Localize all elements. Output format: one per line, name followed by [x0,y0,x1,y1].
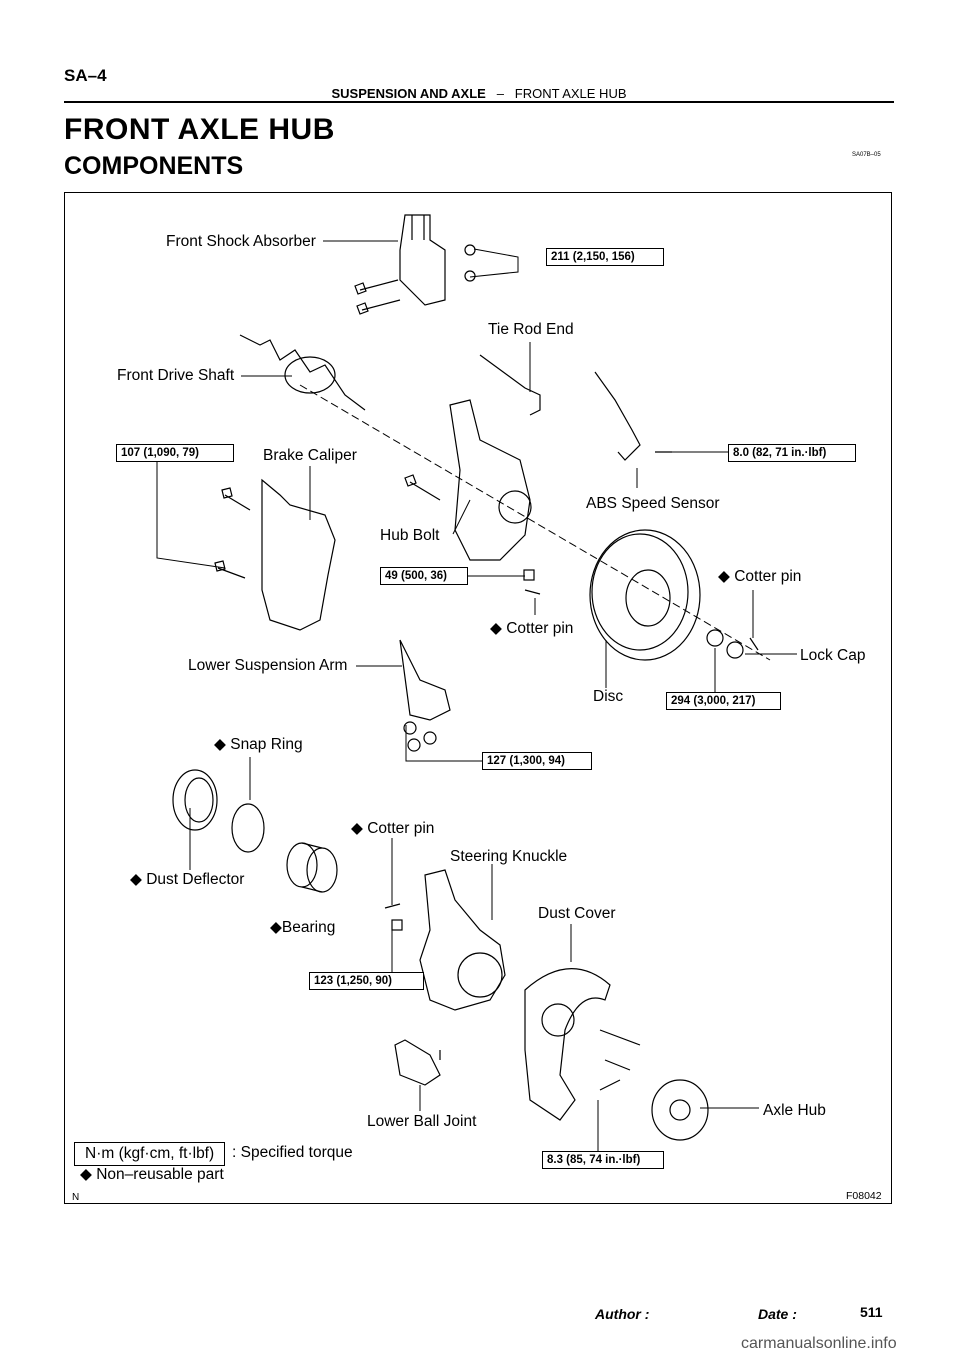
lower-arm-nut-2 [423,731,437,745]
bearing-body [301,842,323,893]
dust-cover-bore [541,1003,575,1037]
torque-hub-nut: 294 (3,000, 217) [666,692,781,710]
hub-shape-top [498,490,532,524]
figure-id: F08042 [846,1190,882,1202]
disc-inner [625,569,671,627]
lower-arm-nut-1 [403,721,417,735]
drive-shaft-shape [239,334,366,411]
page-number: 511 [860,1304,883,1320]
dust-deflector-inner [184,777,214,823]
shock-absorber-shape [399,214,446,306]
label-tie-rod-end: Tie Rod End [488,321,574,338]
caliper-bolt-1 [221,487,251,511]
lower-arm-shape [399,639,451,721]
shock-nut-1 [464,244,476,256]
footer-date-label: Date : [758,1306,797,1322]
label-dust-cover: Dust Cover [538,905,616,922]
hub-nut-shape [706,629,724,647]
shock-nut-2 [464,270,476,282]
running-header-section: SUSPENSION AND AXLE [331,86,486,101]
header-rule [64,101,894,103]
lock-cap-shape [726,641,744,659]
caliper-bolt-2 [214,560,246,579]
label-axle-hub: Axle Hub [763,1102,826,1119]
disc-shape [589,529,701,661]
leader-lower-arm-torque [405,725,482,762]
torque-abs-sensor-bolt: 8.0 (82, 71 in.·lbf) [728,444,856,462]
ball-joint-shape [394,1039,441,1086]
doc-id: SA07B–05 [852,152,881,158]
cotter-pin-low-shape [384,903,401,909]
leader-hub-bolt [452,499,471,535]
torque-caliper-bolts: 107 (1,090, 79) [116,444,234,462]
label-cotter-pin-mid: ◆ Cotter pin [490,620,574,637]
disc-edge [591,533,689,651]
running-header-sep: – [496,86,504,101]
shock-bolts-shape [354,279,401,315]
assembly-axis [299,384,771,661]
legend-non-reusable: ◆ Non–reusable part [80,1166,224,1183]
torque-lower-arm-nuts: 127 (1,300, 94) [482,752,592,770]
tie-rod-shape [479,354,541,416]
footer-author-label: Author : [595,1306,650,1322]
axle-hub-center [669,1099,691,1121]
label-abs-speed-sensor: ABS Speed Sensor [586,495,720,512]
axle-hub-shape [651,1079,709,1141]
hub-bolt-shape [404,474,441,501]
running-header: SUSPENSION AND AXLE – FRONT AXLE HUB [64,86,894,101]
label-front-drive-shaft: Front Drive Shaft [117,367,235,384]
legend-torque-desc: : Specified torque [232,1144,353,1161]
label-snap-ring: ◆ Snap Ring [214,736,303,753]
drive-shaft-boot [284,356,336,394]
label-lower-suspension-arm: Lower Suspension Arm [188,657,348,674]
knuckle-top-shape [449,399,531,561]
label-brake-caliper: Brake Caliper [263,447,357,464]
label-lock-cap: Lock Cap [800,647,866,664]
abs-sensor-shape [594,371,641,461]
watermark: carmanualsonline.info [741,1335,897,1352]
dust-cover-bolts [599,1029,641,1091]
label-cotter-pin-right: ◆ Cotter pin [718,568,802,585]
leader-caliper-torque [156,460,226,569]
dust-cover-shape [524,968,611,1121]
label-front-shock-absorber: Front Shock Absorber [166,233,316,250]
torque-tie-rod-nut: 49 (500, 36) [380,567,468,585]
label-dust-deflector: ◆ Dust Deflector [130,871,245,888]
lower-arm-nut-3 [407,738,421,752]
cotter-pin-right-shape [749,637,759,651]
label-disc: Disc [593,688,624,705]
page-title: FRONT AXLE HUB [64,113,335,146]
label-hub-bolt: Hub Bolt [380,527,440,544]
bearing-face [286,842,318,888]
torque-ball-joint-nut: 123 (1,250, 90) [309,972,424,990]
label-steering-knuckle: Steering Knuckle [450,848,568,865]
figure-frame [64,192,892,1204]
cotter-pin-mid-shape [524,589,541,595]
label-cotter-pin-low: ◆ Cotter pin [351,820,435,837]
knuckle-bore [457,952,503,998]
ball-joint-nut-shape [391,919,403,931]
legend-torque-unit: N·m (kgf·cm, ft·lbf) [74,1142,226,1166]
snap-ring-shape [231,803,265,853]
n-mark: N [72,1192,80,1203]
section-code: SA–4 [64,66,107,85]
caliper-shape [261,478,336,631]
running-header-sub: FRONT AXLE HUB [514,86,627,101]
tie-rod-nut-shape [523,569,535,581]
torque-dust-cover-bolts: 8.3 (85, 74 in.·lbf) [542,1151,664,1169]
torque-shock-bolts: 211 (2,150, 156) [546,248,664,266]
leader-shock-torque [469,248,519,278]
bearing-back [306,847,338,893]
label-bearing: ◆Bearing [270,919,336,936]
label-lower-ball-joint: Lower Ball Joint [367,1113,477,1130]
section-heading: COMPONENTS [64,152,244,180]
dust-deflector-shape [172,769,218,831]
